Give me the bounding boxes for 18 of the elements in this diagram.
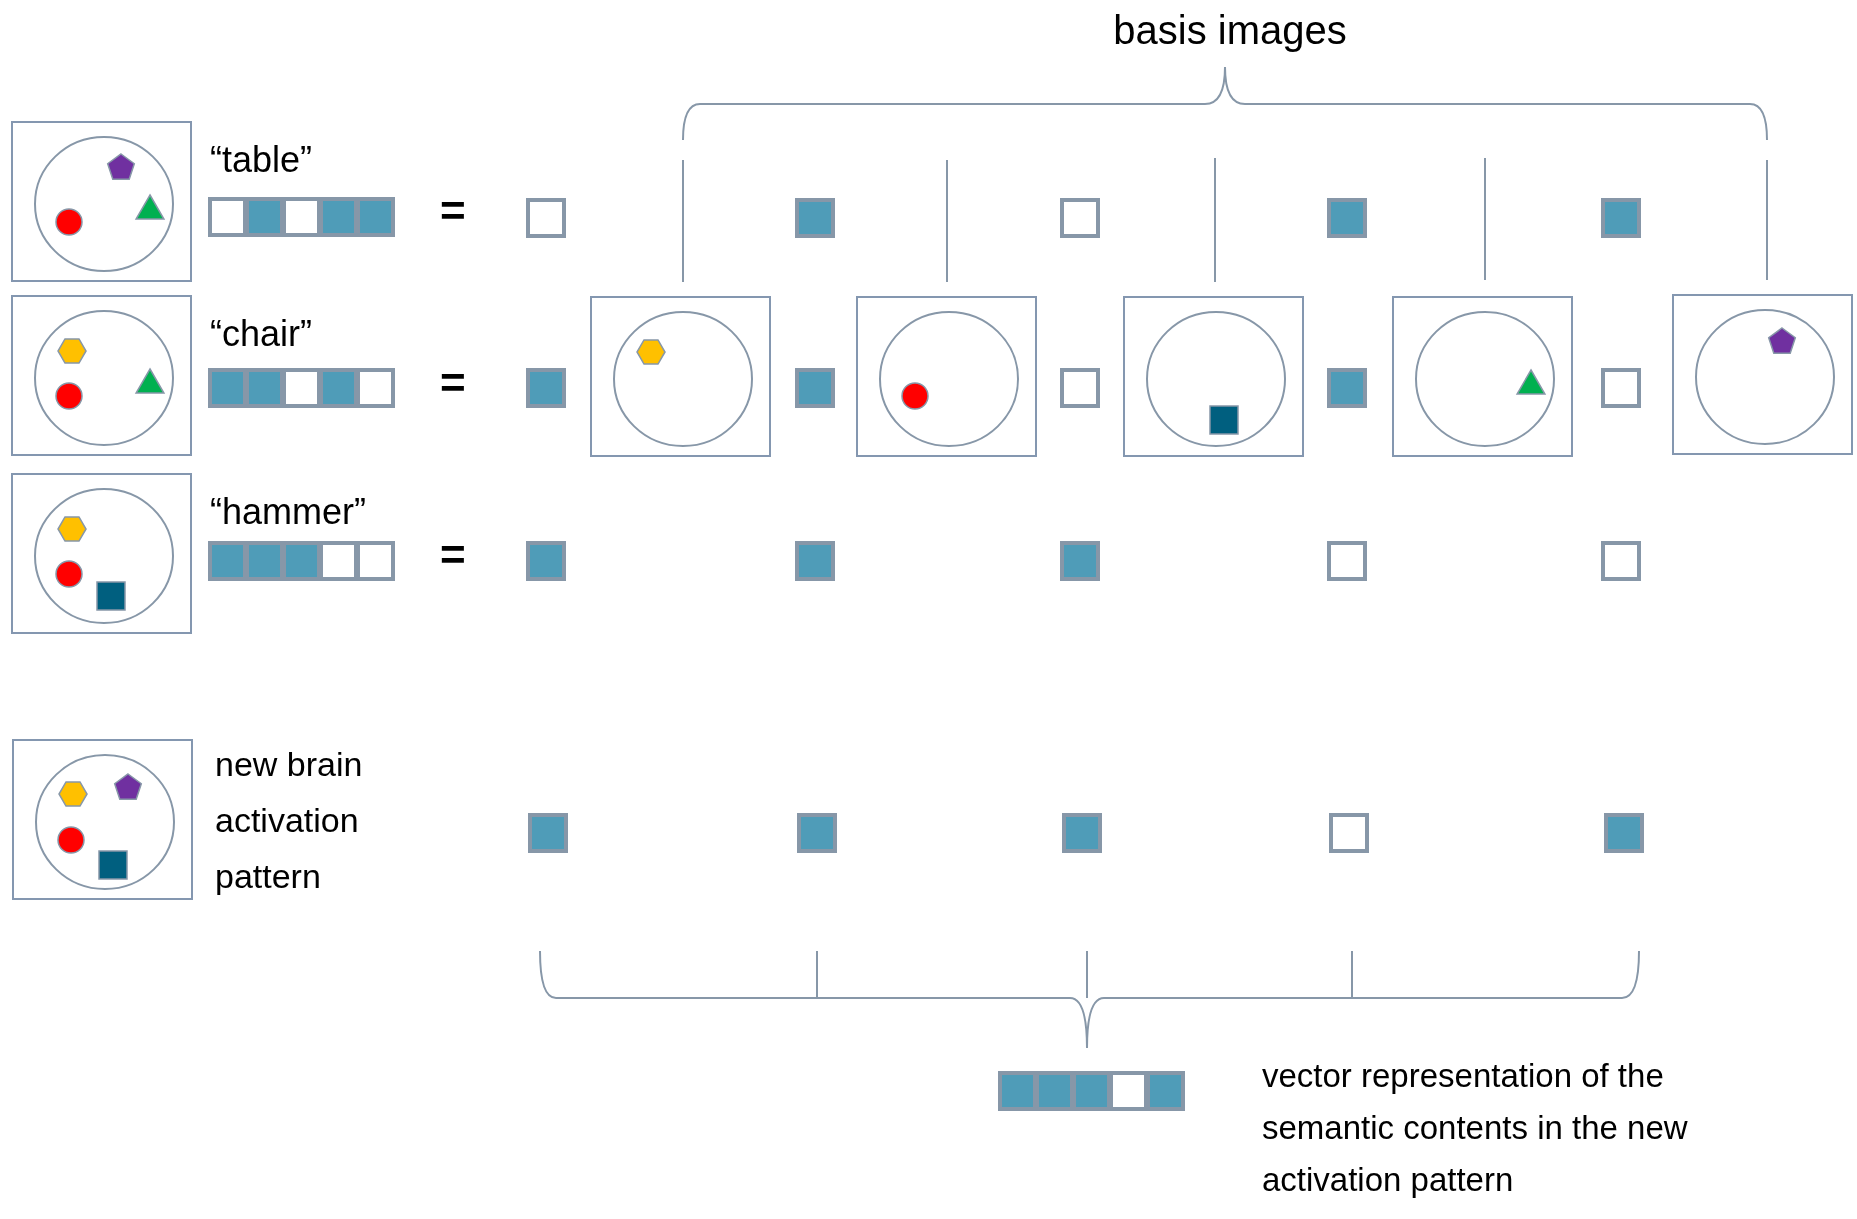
brain-image-frame [11, 295, 192, 456]
brain-image-frame [1123, 296, 1304, 457]
text-label: “hammer” [210, 490, 366, 534]
text-label: = [440, 186, 466, 236]
brain-image-frame [1672, 294, 1853, 455]
brain-image-frame [12, 739, 193, 900]
text-label: new brain activation pattern [215, 744, 364, 897]
text-label: = [440, 358, 466, 408]
brain-image-frame [590, 296, 771, 457]
brace-label: basis images [1112, 7, 1348, 54]
brain-image-frame [856, 296, 1037, 457]
brain-image-frame [11, 473, 192, 634]
text-label: vector representation of the semantic contents in the new activation pattern [1262, 1056, 1689, 1200]
text-label: = [440, 530, 466, 580]
text-label: “table” [210, 138, 313, 182]
brain-image-frame [1392, 296, 1573, 457]
brain-image-frame [11, 121, 192, 282]
text-label: “chair” [210, 312, 312, 356]
